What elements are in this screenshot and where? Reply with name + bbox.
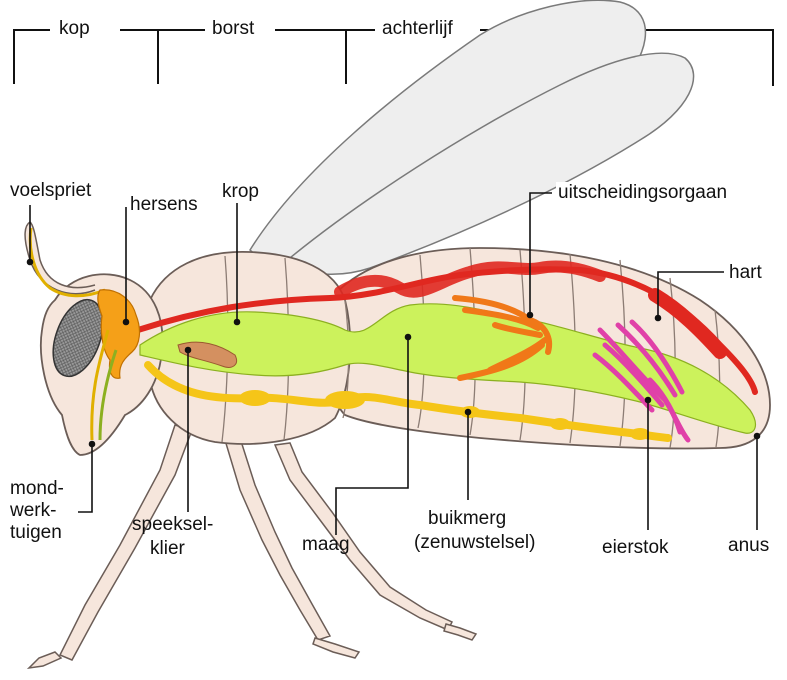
label-salivary-gland-line1: speeksel- [130, 514, 215, 535]
label-thorax: borst [210, 18, 256, 39]
label-nerve-cord-line1: buikmerg [426, 508, 508, 529]
label-mouthparts-line2: werk- [8, 500, 58, 521]
label-heart: hart [727, 262, 764, 283]
label-mouthparts-line3: tuigen [8, 522, 64, 543]
wings [250, 0, 694, 274]
label-stomach: maag [300, 534, 352, 555]
legs [29, 425, 476, 668]
label-crop: krop [220, 181, 261, 202]
label-excretory-organ: uitscheidingsorgaan [556, 182, 729, 203]
label-head: kop [57, 18, 92, 39]
label-nerve-cord-line2: (zenuwstelsel) [412, 532, 537, 553]
label-brain: hersens [128, 194, 200, 215]
label-ovary: eierstok [600, 537, 671, 558]
label-antenna: voelspriet [8, 180, 93, 201]
label-mouthparts-line1: mond- [8, 478, 66, 499]
label-abdomen: achterlijf [380, 18, 455, 39]
label-anus: anus [726, 535, 771, 556]
label-salivary-gland-line2: klier [148, 538, 187, 559]
